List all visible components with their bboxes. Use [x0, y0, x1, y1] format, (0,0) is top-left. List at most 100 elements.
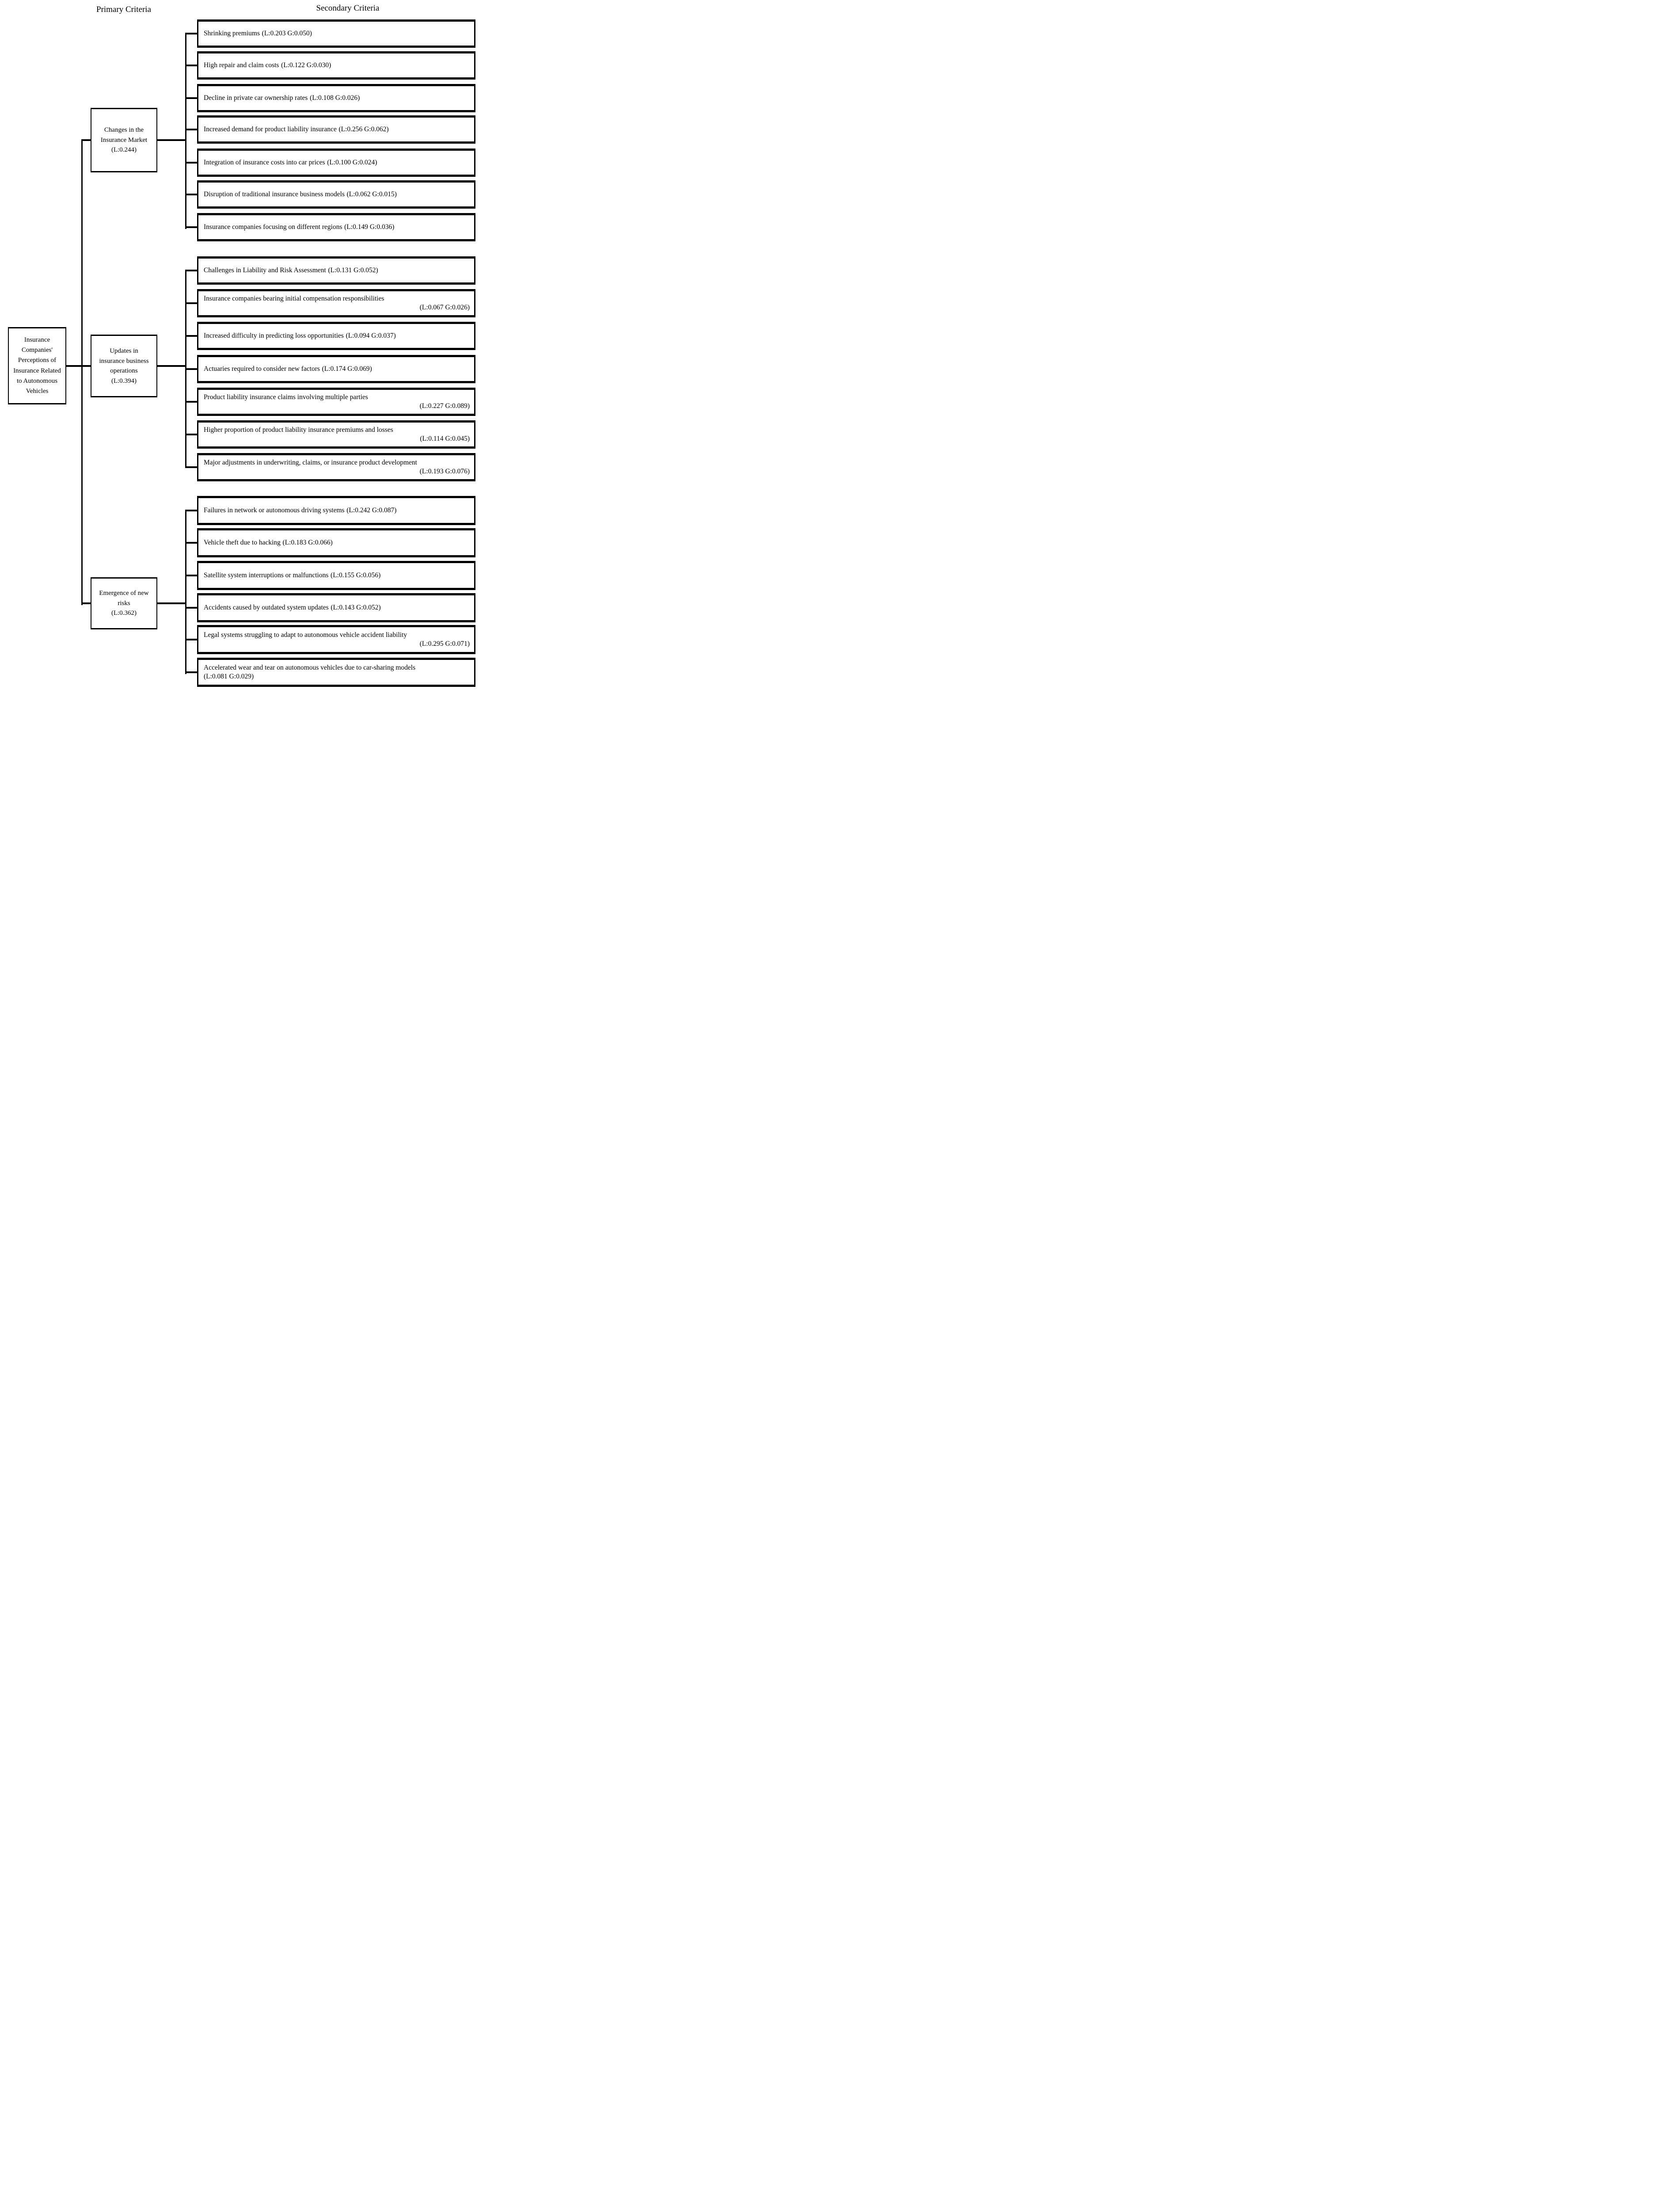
connector-stub	[185, 510, 197, 511]
connector-stub	[185, 368, 197, 370]
connector-stub	[185, 335, 197, 337]
connector-primary3-stub	[81, 602, 91, 604]
criterion-weight: (L:0.295 G:0.071)	[419, 640, 470, 648]
connector-stub	[185, 401, 197, 403]
criterion-weight: (L:0.155 G:0.056)	[331, 571, 381, 579]
criterion-label: Satellite system interruptions or malfun…	[204, 571, 329, 579]
criterion-label: Failures in network or autonomous drivin…	[204, 506, 345, 514]
connector-stub	[185, 270, 197, 271]
secondary-node: Satellite system interruptions or malfun…	[197, 561, 475, 590]
criterion-weight: (L:0.149 G:0.036)	[344, 223, 395, 231]
secondary-node: Integration of insurance costs into car …	[197, 149, 475, 177]
secondary-node: Disruption of traditional insurance busi…	[197, 180, 475, 209]
criterion-label: Accidents caused by outdated system upda…	[204, 603, 329, 611]
criterion-weight: (L:0.108 G:0.026)	[310, 94, 360, 102]
connector-stub	[185, 466, 197, 468]
criterion-label: High repair and claim costs	[204, 61, 279, 69]
connector-stub	[185, 194, 197, 195]
primary-node-insurance-market: Changes in the Insurance Market (L:0.244…	[91, 108, 157, 172]
criterion-label: Product liability insurance claims invol…	[204, 393, 368, 401]
connector-primary-trunk	[81, 139, 83, 605]
node-label: Changes in the Insurance Market	[100, 126, 148, 144]
connector-root-feeder	[66, 365, 91, 367]
node-weight: (L:0.394)	[111, 377, 137, 385]
node-weight: (L:0.362)	[111, 610, 137, 617]
criterion-label: Accelerated wear and tear on autonomous …	[204, 663, 416, 671]
secondary-node: Accelerated wear and tear on autonomous …	[197, 658, 475, 687]
connector-primary1-stub	[81, 139, 91, 141]
secondary-node: Insurance companies bearing initial comp…	[197, 289, 475, 317]
connector-stub	[185, 162, 197, 164]
criterion-label: Decline in private car ownership rates	[204, 94, 308, 102]
connector-group3-feeder	[157, 602, 186, 604]
secondary-node: Higher proportion of product liability i…	[197, 420, 475, 449]
criterion-weight: (L:0.183 G:0.066)	[282, 538, 333, 546]
connector-stub	[185, 97, 197, 99]
node-label: Updates in insurance business operations	[99, 347, 149, 374]
primary-node-new-risks: Emergence of new risks (L:0.362)	[91, 577, 157, 629]
column-header-primary: Primary Criteria	[96, 5, 151, 14]
secondary-node: Insurance companies focusing on differen…	[197, 213, 475, 241]
secondary-node: Increased difficulty in predicting loss …	[197, 322, 475, 350]
connector-stub	[185, 434, 197, 435]
primary-node-business-operations: Updates in insurance business operations…	[91, 335, 157, 397]
connector-stub	[185, 575, 197, 576]
connector-group1-feeder	[157, 139, 186, 141]
connector-stub	[185, 33, 197, 34]
root-node: Insurance Companies' Perceptions of Insu…	[8, 327, 66, 404]
connector-stub	[185, 129, 197, 130]
criterion-weight: (L:0.203 G:0.050)	[262, 29, 312, 37]
secondary-node: Decline in private car ownership rates(L…	[197, 84, 475, 112]
connector-group1-trunk	[185, 33, 186, 229]
criterion-weight: (L:0.193 G:0.076)	[419, 468, 470, 475]
connector-stub	[185, 302, 197, 304]
ahp-hierarchy-diagram: Primary Criteria Secondary Criteria Insu…	[0, 0, 477, 694]
secondary-node: Challenges in Liability and Risk Assessm…	[197, 256, 475, 285]
criterion-label: Disruption of traditional insurance busi…	[204, 190, 345, 198]
criterion-label: Increased demand for product liability i…	[204, 125, 337, 133]
criterion-label: Major adjustments in underwriting, claim…	[204, 458, 417, 466]
criterion-label: Increased difficulty in predicting loss …	[204, 332, 344, 339]
criterion-label: Challenges in Liability and Risk Assessm…	[204, 266, 326, 274]
criterion-label: Shrinking premiums	[204, 29, 260, 37]
secondary-node: Failures in network or autonomous drivin…	[197, 496, 475, 525]
node-label: Emergence of new risks	[99, 590, 149, 607]
criterion-label: Vehicle theft due to hacking	[204, 538, 281, 546]
criterion-weight: (L:0.081 G:0.029)	[204, 673, 254, 680]
criterion-weight: (L:0.094 G:0.037)	[346, 332, 396, 339]
criterion-weight: (L:0.174 G:0.069)	[322, 365, 372, 373]
secondary-node: Actuaries required to consider new facto…	[197, 355, 475, 383]
secondary-node: Shrinking premiums(L:0.203 G:0.050)	[197, 19, 475, 48]
criterion-weight: (L:0.122 G:0.030)	[281, 61, 331, 69]
criterion-weight: (L:0.131 G:0.052)	[328, 266, 378, 274]
criterion-label: Legal systems struggling to adapt to aut…	[204, 631, 407, 639]
connector-group3-trunk	[185, 510, 186, 674]
criterion-weight: (L:0.114 G:0.045)	[420, 435, 470, 442]
criterion-weight: (L:0.067 G:0.026)	[419, 304, 470, 311]
criterion-label: Insurance companies focusing on differen…	[204, 223, 342, 231]
secondary-node: Increased demand for product liability i…	[197, 115, 475, 144]
criterion-weight: (L:0.256 G:0.062)	[338, 125, 389, 133]
secondary-node: Accidents caused by outdated system upda…	[197, 593, 475, 622]
secondary-node: Legal systems struggling to adapt to aut…	[197, 625, 475, 654]
connector-stub	[185, 226, 197, 228]
connector-stub	[185, 671, 197, 673]
connector-stub	[185, 639, 197, 640]
criterion-label: Integration of insurance costs into car …	[204, 158, 325, 166]
connector-stub	[185, 607, 197, 609]
criterion-weight: (L:0.100 G:0.024)	[327, 158, 377, 166]
criterion-weight: (L:0.143 G:0.052)	[331, 603, 381, 611]
root-label: Insurance Companies' Perceptions of Insu…	[13, 336, 61, 395]
connector-group2-feeder	[157, 365, 186, 367]
node-weight: (L:0.244)	[111, 146, 137, 154]
secondary-node: Major adjustments in underwriting, claim…	[197, 453, 475, 481]
column-header-secondary: Secondary Criteria	[316, 4, 380, 13]
secondary-node: Vehicle theft due to hacking(L:0.183 G:0…	[197, 528, 475, 557]
criterion-label: Insurance companies bearing initial comp…	[204, 294, 384, 302]
connector-stub	[185, 542, 197, 544]
criterion-weight: (L:0.242 G:0.087)	[346, 506, 397, 514]
criterion-weight: (L:0.227 G:0.089)	[419, 402, 470, 410]
criterion-weight: (L:0.062 G:0.015)	[346, 190, 397, 198]
secondary-node: High repair and claim costs(L:0.122 G:0.…	[197, 51, 475, 80]
criterion-label: Actuaries required to consider new facto…	[204, 365, 320, 373]
